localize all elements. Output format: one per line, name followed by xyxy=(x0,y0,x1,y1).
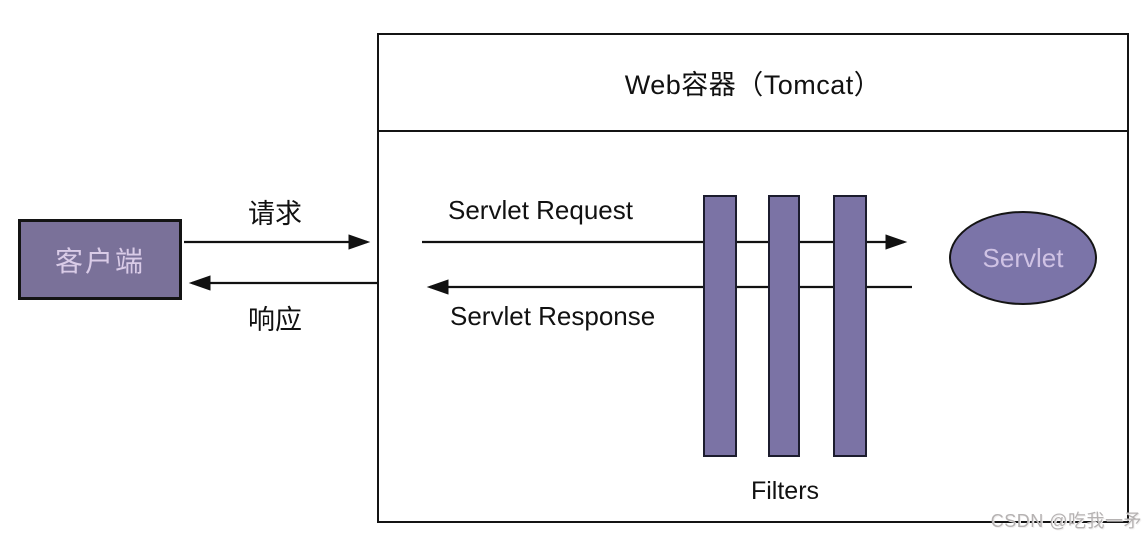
web-container-box: Web容器（Tomcat） xyxy=(377,33,1129,523)
response-label: 响应 xyxy=(248,305,302,335)
client-node: 客户端 xyxy=(18,219,182,300)
client-label: 客户端 xyxy=(54,245,145,277)
servlet-request-label: Servlet Request xyxy=(448,195,633,225)
servlet-node: Servlet xyxy=(949,211,1097,305)
servlet-response-label: Servlet Response xyxy=(450,301,656,331)
servlet-label: Servlet xyxy=(982,242,1064,273)
filter-bar xyxy=(703,195,737,457)
watermark: CSDN @吃我一矛 xyxy=(990,511,1142,531)
filter-bar xyxy=(833,195,867,457)
filters-label: Filters xyxy=(750,477,820,505)
filter-bar xyxy=(768,195,800,457)
web-container-header: Web容器（Tomcat） xyxy=(379,35,1127,132)
web-container-title: Web容器（Tomcat） xyxy=(624,70,882,100)
request-label: 请求 xyxy=(248,199,302,229)
